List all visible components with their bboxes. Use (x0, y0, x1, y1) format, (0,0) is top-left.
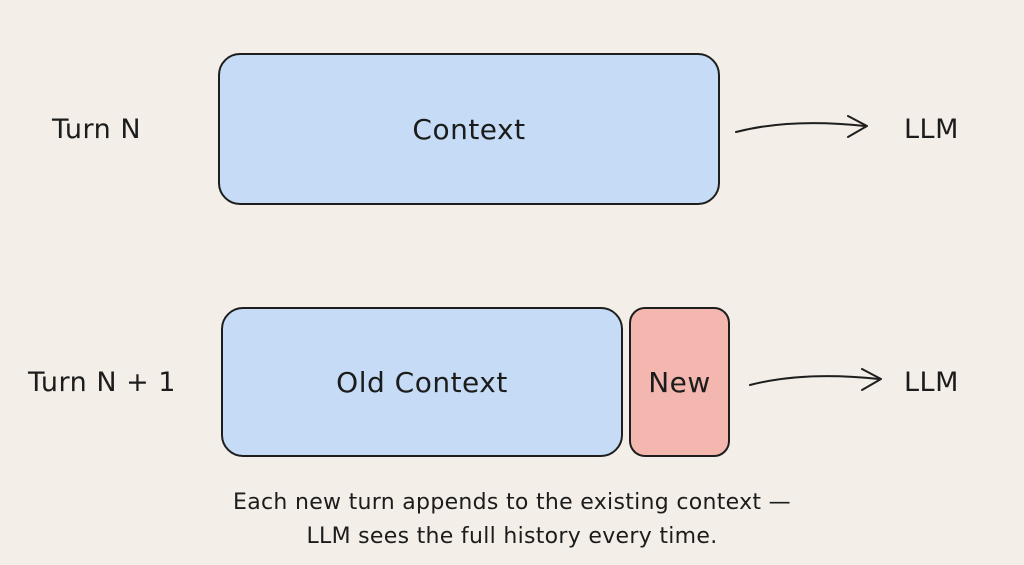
caption-line-2: LLM sees the full history every time. (306, 524, 718, 549)
new-box-label: New (648, 365, 711, 399)
caption-line-1: Each new turn appends to the existing co… (233, 490, 791, 515)
turn-n-plus-1-label: Turn N + 1 (28, 367, 176, 398)
old-context-box-label: Old Context (336, 365, 508, 399)
llm-label-turn-n: LLM (904, 114, 959, 145)
arrow-to-llm-turn-n-plus-1 (749, 368, 882, 391)
llm-label-turn-n-plus-1: LLM (904, 367, 959, 398)
context-box: Context (218, 53, 720, 205)
context-box-label: Context (412, 112, 526, 146)
arrow-to-llm-turn-n (735, 115, 868, 138)
new-box: New (629, 307, 730, 457)
turn-n-label: Turn N (52, 114, 142, 145)
old-context-box: Old Context (221, 307, 623, 457)
